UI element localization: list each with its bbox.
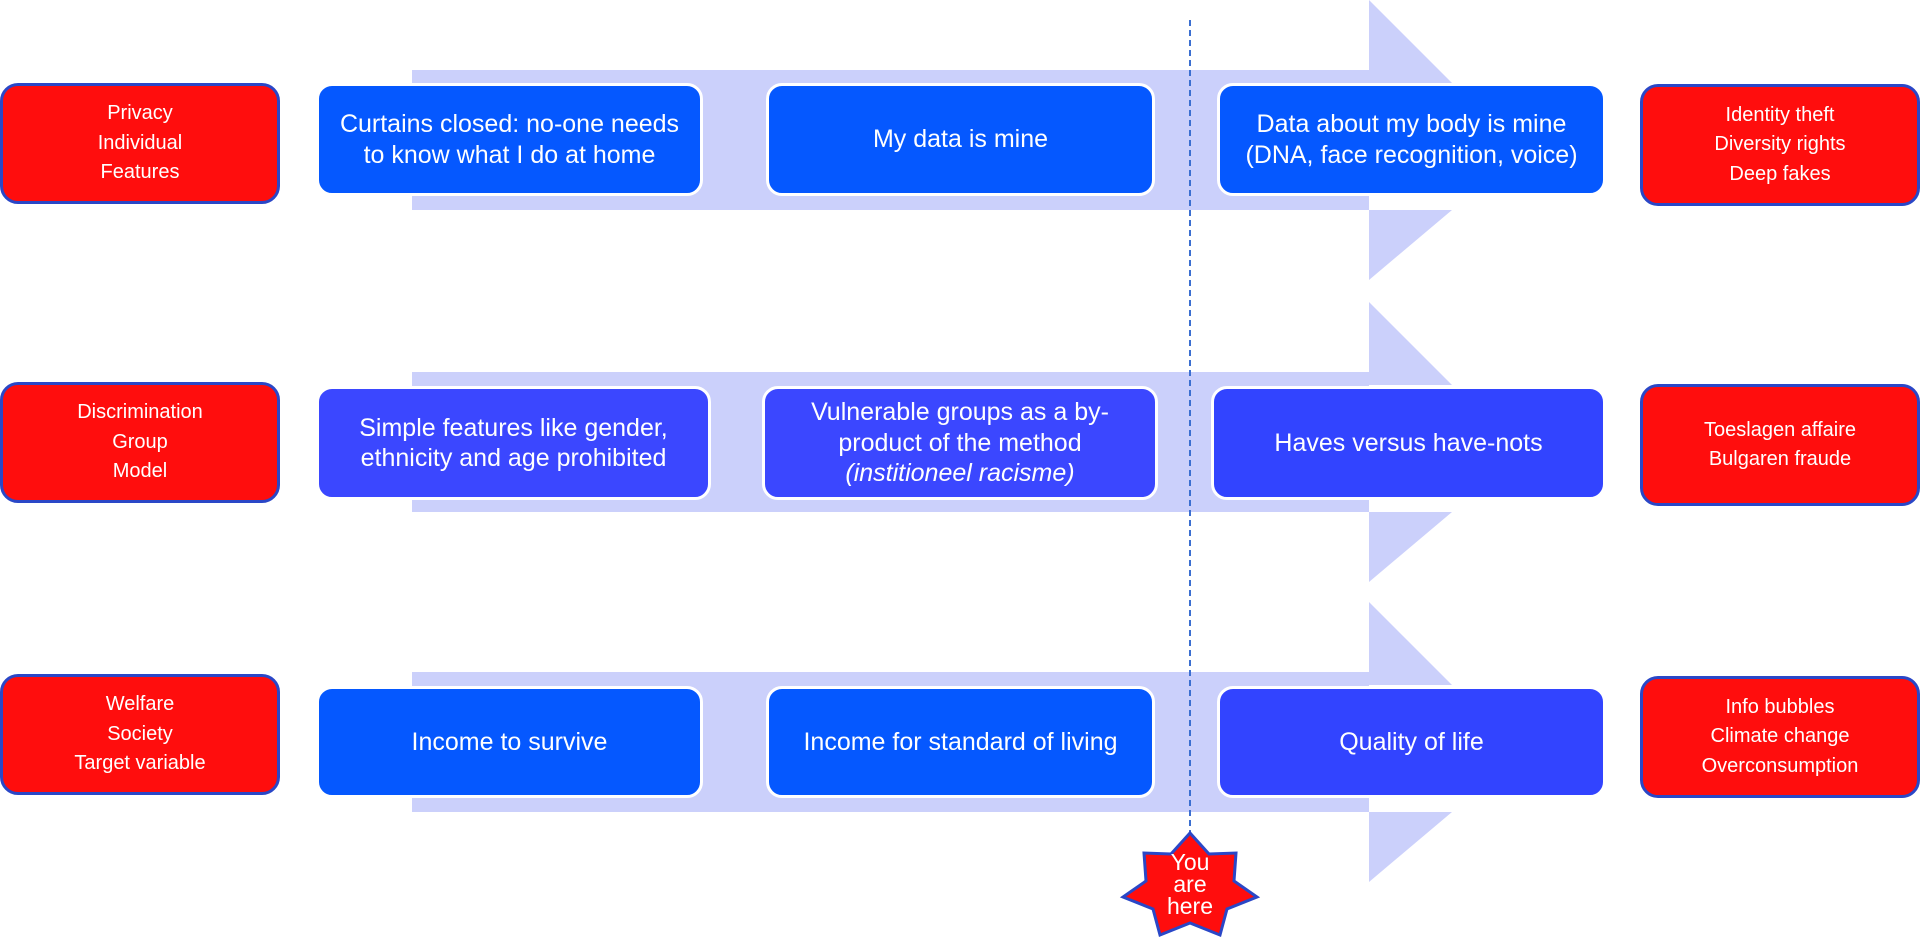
row-1-stage-2: My data is mine <box>766 83 1155 196</box>
row-1-stage-1-line-1: Curtains closed: no-one needs <box>339 110 680 138</box>
row-2-right-label-2: Bulgaren fraude <box>1708 448 1852 470</box>
row-3-right-label-3: Overconsumption <box>1701 754 1859 777</box>
row-2-stage-3: Haves versus have-nots <box>1211 386 1606 500</box>
row-3-stage-3: Quality of life <box>1217 686 1606 798</box>
row-1-stage-3: Data about my body is mine (DNA, face re… <box>1217 83 1606 196</box>
row-3-stage-1-line-1: Income to survive <box>411 727 608 756</box>
you-are-here-line-1: You <box>1170 849 1210 875</box>
you-are-here-line-2: are <box>1173 871 1207 897</box>
row-1-right-label-3: Deep fakes <box>1729 162 1831 185</box>
row-3-left-box: Welfare Society Target variable <box>0 674 280 795</box>
row-1-right-label-2: Diversity rights <box>1714 133 1846 156</box>
row-2-stage-2: Vulnerable groups as a by- product of th… <box>762 386 1158 500</box>
row-1-left-label-3: Features <box>100 161 180 184</box>
row-1-stage-3-line-1: Data about my body is mine <box>1256 110 1567 138</box>
row-2-right-box: Toeslagen affaire Bulgaren fraude <box>1640 384 1920 506</box>
row-1-stage-1-line-2: to know what I do at home <box>363 140 656 169</box>
row-2-left-label-2: Group <box>112 430 168 453</box>
row-3-stage-1: Income to survive <box>316 686 703 798</box>
row-2-stage-2-line-2: product of the method <box>838 428 1082 457</box>
row-1-right-box: Identity theft Diversity rights Deep fak… <box>1640 84 1920 206</box>
row-3-left-label-2: Society <box>107 722 173 745</box>
row-2-left-box: Discrimination Group Model <box>0 382 280 503</box>
row-2-stage-1: Simple features like gender, ethnicity a… <box>316 386 711 500</box>
row-1-stage-1: Curtains closed: no-one needs to know wh… <box>316 83 703 196</box>
row-1-right-label-1: Identity theft <box>1725 103 1835 126</box>
row-2-stage-3-line-1: Haves versus have-nots <box>1274 428 1543 457</box>
row-3-right-label-1: Info bubbles <box>1725 695 1835 718</box>
you-are-here-dashed-line <box>1189 20 1191 846</box>
row-1-left-box: Privacy Individual Features <box>0 83 280 204</box>
row-2-right-label-1: Toeslagen affaire <box>1704 418 1856 441</box>
row-3-left-label-1: Welfare <box>105 693 175 716</box>
row-3-stage-3-line-1: Quality of life <box>1339 727 1484 756</box>
row-3-right-label-2: Climate change <box>1710 725 1850 748</box>
you-are-here-line-3: here <box>1166 893 1214 919</box>
row-2-left-label-1: Discrimination <box>77 401 203 424</box>
row-3-left-label-3: Target variable <box>74 752 206 775</box>
row-1-left-label-1: Privacy <box>107 102 173 125</box>
row-1-stage-2-line-1: My data is mine <box>872 125 1049 154</box>
row-2-stage-2-line-1: Vulnerable groups as a by- <box>811 398 1109 427</box>
row-2-left-label-3: Model <box>112 460 168 483</box>
you-are-here-star <box>1119 831 1261 938</box>
row-2-stage-1-line-2: ethnicity and age prohibited <box>360 444 667 472</box>
row-3-stage-2: Income for standard of living <box>766 686 1155 798</box>
row-1-left-label-2: Individual <box>97 131 183 154</box>
row-3-stage-2-line-1: Income for standard of living <box>803 727 1118 756</box>
row-2-stage-2-line-3: (institioneel racisme) <box>845 459 1075 488</box>
row-2-stage-1-line-1: Simple features like gender, <box>359 413 668 442</box>
you-are-here-label: You are here <box>1119 849 1261 919</box>
row-1-stage-3-line-2: (DNA, face recognition, voice) <box>1245 140 1578 169</box>
row-3-right-box: Info bubbles Climate change Overconsumpt… <box>1640 676 1920 798</box>
